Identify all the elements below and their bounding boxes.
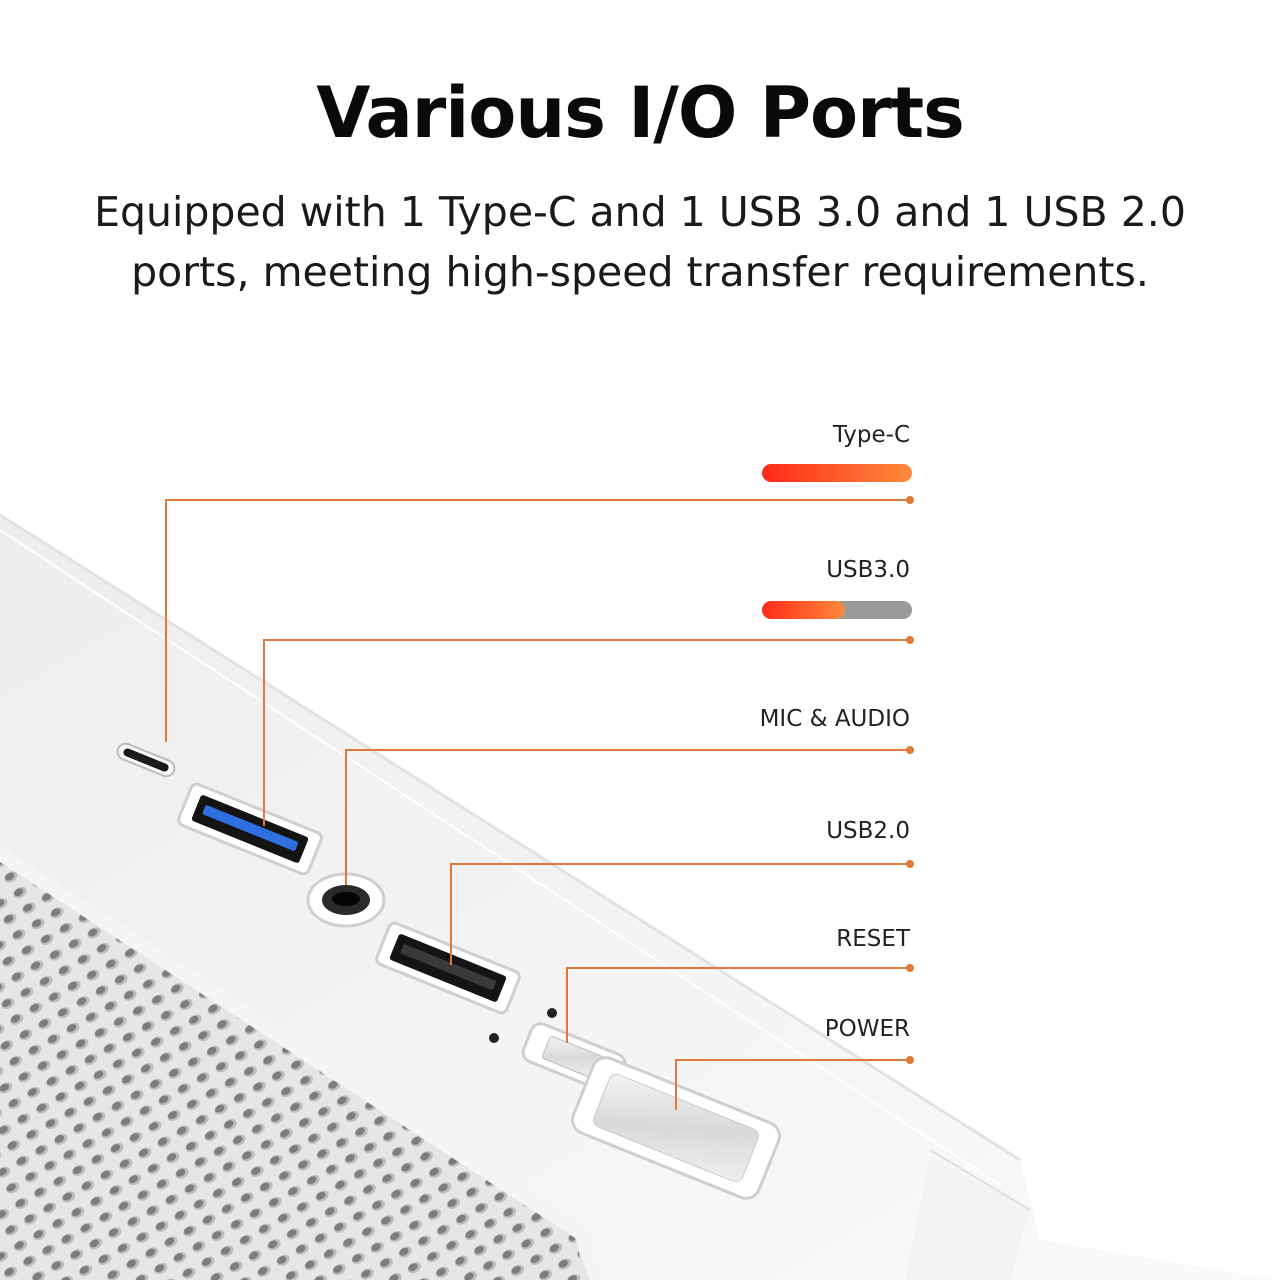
callout-usb2 (450, 863, 910, 965)
callout-type-c (165, 499, 910, 742)
label-usb2: USB2.0 (826, 818, 910, 844)
page-title: Various I/O Ports (316, 72, 965, 154)
callout-usb3 (263, 639, 910, 826)
label-mic-audio: MIC & AUDIO (759, 706, 910, 732)
label-reset: RESET (836, 926, 910, 952)
audio-jack (306, 872, 386, 928)
usb2-port (375, 921, 521, 1015)
speed-bar-usb3 (762, 601, 912, 619)
callout-audio (345, 749, 910, 885)
mesh-panel (0, 845, 600, 1280)
speed-bar-type-c (762, 464, 912, 482)
callout-reset (566, 967, 910, 1043)
speed-fill-type-c (762, 464, 912, 482)
callout-power (675, 1059, 910, 1110)
speed-fill-usb3 (762, 601, 845, 619)
label-usb3: USB3.0 (826, 557, 910, 583)
led-indicator (489, 1033, 499, 1043)
label-power: POWER (824, 1016, 910, 1042)
label-type-c: Type-C (832, 422, 910, 448)
callout-lines (165, 499, 910, 1110)
led-indicator (547, 1008, 557, 1018)
type-c-port (116, 742, 176, 778)
power-button (571, 1056, 781, 1200)
page-subtitle: Equipped with 1 Type-C and 1 USB 3.0 and… (94, 188, 1186, 296)
usb3-port (177, 782, 323, 876)
callout-dots (906, 496, 914, 1064)
